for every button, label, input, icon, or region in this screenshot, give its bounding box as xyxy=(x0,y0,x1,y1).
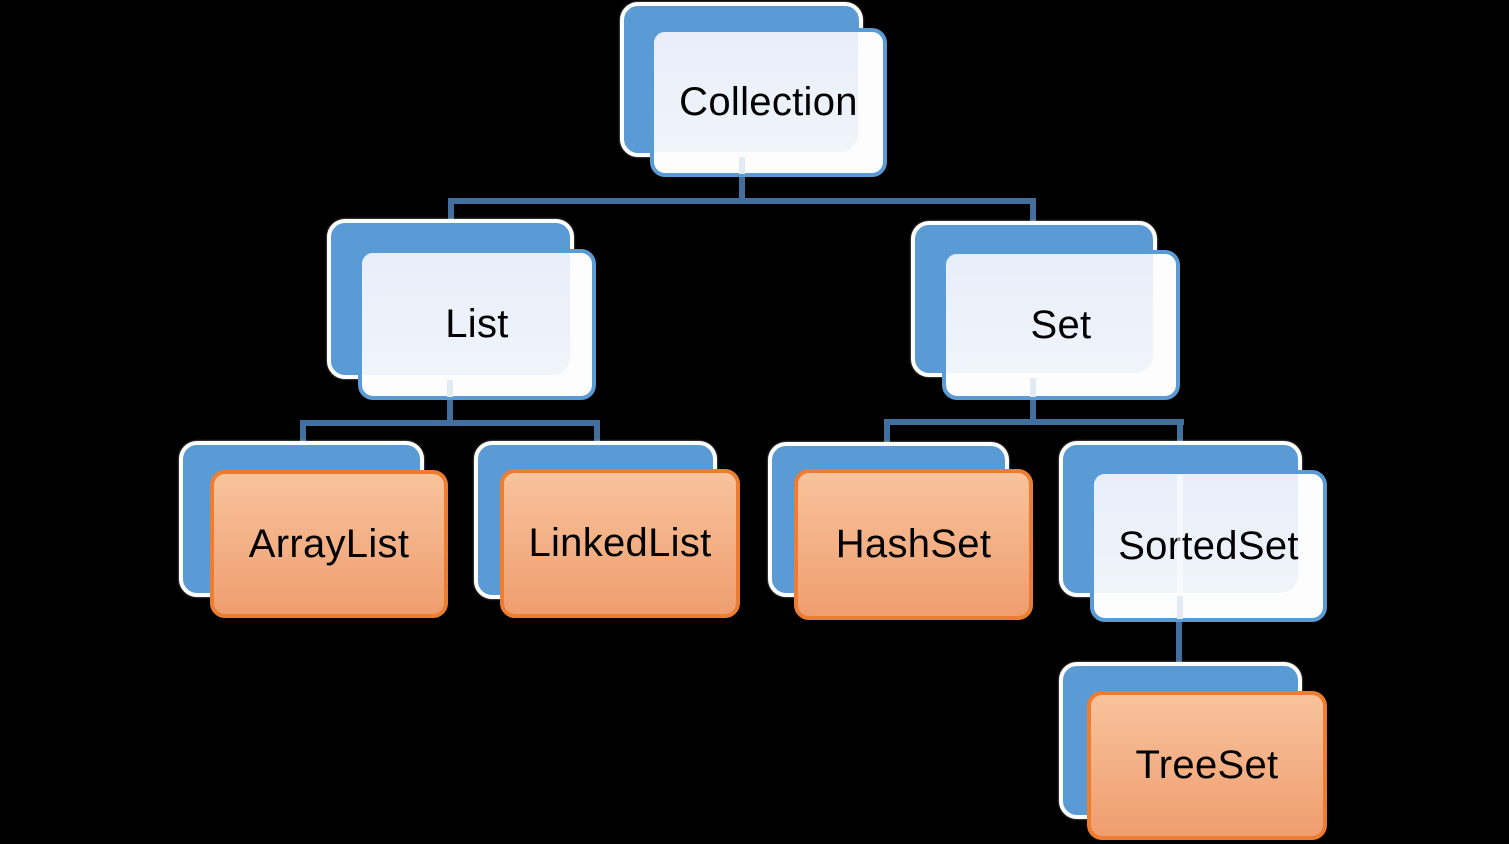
node-list-tint xyxy=(362,253,570,375)
connector-list-stub xyxy=(447,392,453,424)
node-set-label: Set xyxy=(1030,302,1092,347)
node-hashset-label: HashSet xyxy=(835,522,992,566)
connector-list-horizontal xyxy=(300,420,600,426)
connector-collection-stub xyxy=(739,170,745,202)
connector-to-list xyxy=(448,198,454,226)
connector-ghost-list xyxy=(447,380,453,397)
node-linkedlist-box: LinkedList xyxy=(500,469,740,618)
node-arraylist-box: ArrayList xyxy=(210,470,448,618)
connector-ghost-sortedset-upper xyxy=(1177,475,1183,594)
node-collection-box: Collection xyxy=(650,28,887,177)
node-hashset-box: HashSet xyxy=(794,469,1033,620)
connector-to-sortedset xyxy=(1177,419,1183,447)
connector-to-treeset xyxy=(1176,612,1182,668)
node-linkedlist-label: LinkedList xyxy=(528,521,712,565)
node-collection-label: Collection xyxy=(679,80,858,124)
node-set-tint xyxy=(946,254,1153,373)
node-list-box: List xyxy=(358,249,596,400)
node-sortedset-label: SortedSet xyxy=(1118,523,1299,568)
connector-to-linkedlist xyxy=(594,420,600,447)
connector-ghost-sortedset-lower xyxy=(1177,596,1183,619)
node-arraylist-label: ArrayList xyxy=(248,521,410,566)
connector-level1-horizontal xyxy=(448,198,1036,204)
node-treeset-box: TreeSet xyxy=(1087,691,1327,840)
connector-to-hashset xyxy=(884,419,890,447)
node-collection-tint xyxy=(654,32,858,152)
node-list-label: List xyxy=(445,302,509,346)
node-set-box: Set xyxy=(942,250,1180,400)
connector-set-horizontal xyxy=(884,419,1184,425)
node-sortedset-box: SortedSet xyxy=(1090,470,1327,622)
connector-ghost-collection xyxy=(739,157,745,174)
node-treeset-label: TreeSet xyxy=(1135,743,1279,787)
connector-ghost-set xyxy=(1030,378,1036,397)
connector-to-arraylist xyxy=(300,420,306,447)
connector-to-set xyxy=(1030,198,1036,226)
node-sortedset-tint xyxy=(1094,474,1298,593)
connector-set-stub xyxy=(1030,392,1036,424)
